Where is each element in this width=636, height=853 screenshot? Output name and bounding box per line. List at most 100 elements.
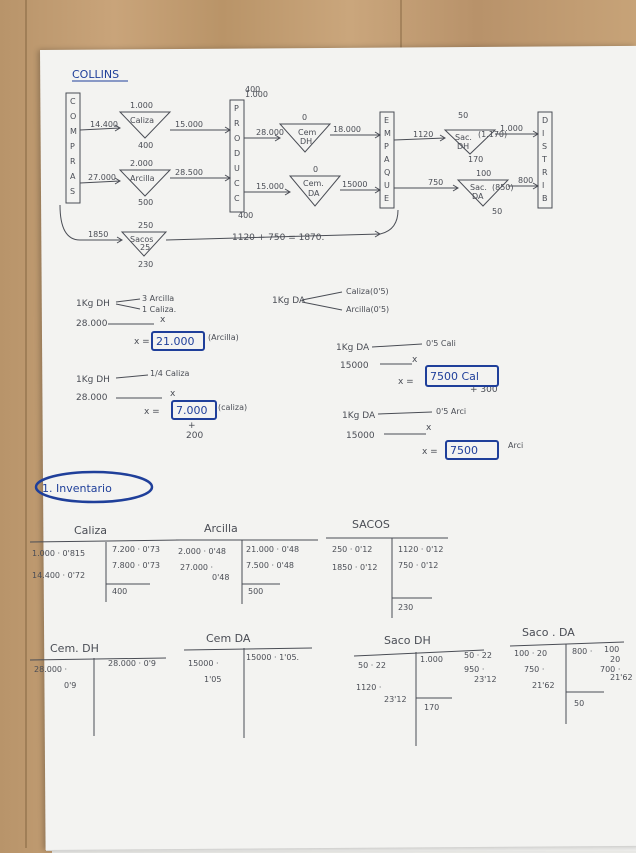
svg-text:15.000: 15.000 xyxy=(256,182,284,191)
svg-text:1/4 Caliza: 1/4 Caliza xyxy=(150,369,190,378)
svg-text:400: 400 xyxy=(138,141,153,150)
svg-text:14.400: 14.400 xyxy=(90,120,118,129)
svg-text:750 · 0'12: 750 · 0'12 xyxy=(398,561,438,570)
svg-text:230: 230 xyxy=(398,603,413,612)
svg-text:50: 50 xyxy=(574,699,584,708)
compras-letters: C O M P R A S xyxy=(70,97,77,196)
svg-text:100: 100 xyxy=(476,169,491,178)
svg-text:A: A xyxy=(384,155,390,164)
svg-text:7.500 · 0'48: 7.500 · 0'48 xyxy=(246,561,294,570)
section-title-circle xyxy=(34,470,154,504)
svg-text:U: U xyxy=(234,164,240,173)
svg-text:Q: Q xyxy=(384,168,390,177)
svg-text:DH: DH xyxy=(300,137,312,146)
svg-text:200: 200 xyxy=(186,431,203,441)
svg-text:100: 100 xyxy=(604,645,619,654)
svg-text:1.000: 1.000 xyxy=(420,655,443,664)
distrib-box xyxy=(537,111,553,209)
svg-text:D: D xyxy=(542,116,548,125)
svg-text:7500 Cal: 7500 Cal xyxy=(430,370,479,383)
svg-text:0'5 Cali: 0'5 Cali xyxy=(426,339,456,348)
svg-text:400: 400 xyxy=(112,587,127,596)
svg-text:100 · 20: 100 · 20 xyxy=(514,649,547,658)
svg-text:Cem DA: Cem DA xyxy=(206,632,251,645)
prod-bottom: 400 xyxy=(238,211,253,220)
result-boxes xyxy=(151,331,499,460)
svg-text:1120 ·: 1120 · xyxy=(356,683,381,692)
svg-text:R: R xyxy=(542,168,548,177)
svg-text:S: S xyxy=(542,142,547,151)
svg-text:E: E xyxy=(384,194,389,203)
svg-text:170: 170 xyxy=(424,703,439,712)
svg-text:50: 50 xyxy=(458,111,468,120)
svg-text:2.000 · 0'48: 2.000 · 0'48 xyxy=(178,547,226,556)
compras-box xyxy=(65,92,81,204)
svg-text:D: D xyxy=(234,149,240,158)
svg-text:27.000: 27.000 xyxy=(88,173,116,182)
svg-text:DA: DA xyxy=(472,192,484,201)
svg-text:15000: 15000 xyxy=(342,180,367,189)
svg-text:0'9: 0'9 xyxy=(64,681,76,690)
svg-text:0: 0 xyxy=(313,165,318,174)
svg-text:28.000 ·: 28.000 · xyxy=(34,665,67,674)
svg-text:23'12: 23'12 xyxy=(384,695,407,704)
svg-text:28.000: 28.000 xyxy=(256,128,284,137)
svg-text:Sac.: Sac. xyxy=(455,133,472,142)
svg-text:R: R xyxy=(70,157,76,166)
top-note: 400 xyxy=(245,85,260,94)
sacos-total: 1120 + 750 = 1870. xyxy=(232,233,324,243)
svg-text:M: M xyxy=(70,127,77,136)
svg-text:28.000: 28.000 xyxy=(76,393,108,403)
svg-text:700 ·: 700 · xyxy=(600,665,620,674)
svg-text:2.000: 2.000 xyxy=(130,159,153,168)
svg-text:I: I xyxy=(542,129,544,138)
svg-text:28.000 · 0'9: 28.000 · 0'9 xyxy=(108,659,156,668)
svg-text:50 · 22: 50 · 22 xyxy=(358,661,386,670)
svg-text:0: 0 xyxy=(302,113,307,122)
t-accounts-row-1-lines xyxy=(29,537,448,618)
svg-text:Saco DH: Saco DH xyxy=(384,634,431,647)
svg-text:x: x xyxy=(426,423,432,433)
sac-da-stock-triangle xyxy=(456,179,510,207)
produccion-letters: P R O D U C C xyxy=(234,104,240,203)
svg-text:7.000: 7.000 xyxy=(176,404,208,417)
svg-text:7.200 · 0'73: 7.200 · 0'73 xyxy=(112,545,160,554)
svg-text:1120: 1120 xyxy=(413,130,433,139)
svg-text:3 Arcilla: 3 Arcilla xyxy=(142,294,174,303)
svg-text:1Kg DA: 1Kg DA xyxy=(336,343,370,353)
arcilla-stock-triangle xyxy=(118,169,172,197)
svg-text:M: M xyxy=(384,129,391,138)
svg-text:27.000 ·: 27.000 · xyxy=(180,563,213,572)
svg-text:25: 25 xyxy=(140,243,150,252)
svg-text:28.000: 28.000 xyxy=(76,319,108,329)
svg-text:28.500: 28.500 xyxy=(175,168,203,177)
top-note: 1.000 xyxy=(245,90,268,99)
svg-text:(850): (850) xyxy=(492,183,514,192)
svg-text:7.800 · 0'73: 7.800 · 0'73 xyxy=(112,561,160,570)
svg-text:15000: 15000 xyxy=(340,361,369,371)
svg-text:15.000: 15.000 xyxy=(175,120,203,129)
svg-text:DA: DA xyxy=(308,189,320,198)
page-title: COLLINS xyxy=(72,68,119,81)
cem-dh-stock-triangle xyxy=(278,123,332,153)
svg-text:500: 500 xyxy=(138,198,153,207)
svg-text:250: 250 xyxy=(138,221,153,230)
produccion-box xyxy=(229,99,245,213)
svg-text:1Kg DA: 1Kg DA xyxy=(272,296,306,306)
svg-text:50: 50 xyxy=(492,207,502,216)
svg-text:750 ·: 750 · xyxy=(524,665,544,674)
svg-text:Caliza: Caliza xyxy=(74,524,107,537)
svg-text:U: U xyxy=(384,181,390,190)
svg-text:18.000: 18.000 xyxy=(333,125,361,134)
svg-text:Caliza: Caliza xyxy=(130,116,154,125)
calc-arrows xyxy=(108,291,433,435)
svg-text:C: C xyxy=(70,97,76,106)
svg-text:500: 500 xyxy=(248,587,263,596)
svg-text:1'05: 1'05 xyxy=(204,675,221,684)
svg-text:C: C xyxy=(234,179,240,188)
svg-text:I: I xyxy=(542,181,544,190)
svg-text:7500: 7500 xyxy=(450,444,478,457)
svg-text:Arcilla: Arcilla xyxy=(130,174,155,183)
svg-text:B: B xyxy=(542,194,548,203)
